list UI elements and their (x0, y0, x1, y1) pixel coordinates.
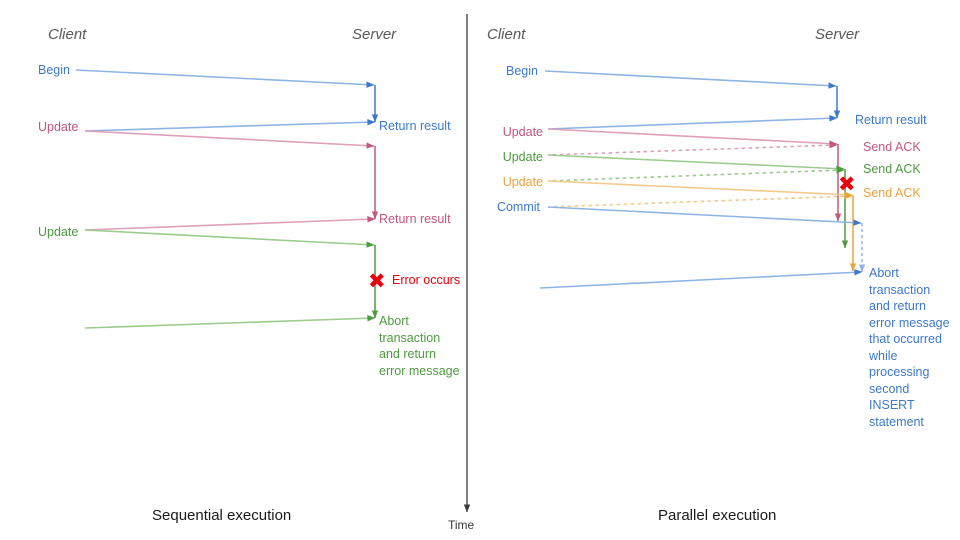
commit-label: Commit (496, 200, 540, 214)
abort-return-arrow (539, 269, 863, 289)
ack-2-arrow (547, 167, 845, 182)
arrow-layer (75, 69, 866, 329)
ack-1-arrow (547, 142, 838, 156)
update-2-label: Update (502, 150, 543, 164)
begin-request-arrow (75, 69, 375, 88)
begin-request-arrow (544, 70, 837, 89)
parallel-caption: Parallel execution (658, 507, 777, 524)
commit-request-arrow (547, 206, 862, 226)
error-occurs-label: Error occurs (392, 273, 461, 287)
return-result-arrow (547, 115, 838, 130)
update-3-label: Update (502, 175, 543, 189)
return-result-1-label: Return result (379, 119, 451, 133)
parallel-client-header: Client (487, 26, 526, 43)
update-2-request-arrow (547, 154, 845, 172)
update-1-label: Update (38, 120, 79, 134)
begin-label: Begin (38, 63, 70, 77)
send-ack-1-label: Send ACK (863, 140, 921, 154)
ack-3-arrow (547, 193, 853, 208)
return-result-2-arrow (84, 216, 376, 231)
send-ack-2-label: Send ACK (863, 162, 921, 176)
abort-message-label: Abort transaction and return error messa… (869, 266, 950, 429)
sequential-error-x-mark: ✖ (368, 270, 386, 293)
abort-return-arrow (84, 315, 376, 329)
update-2-label: Update (38, 225, 79, 239)
update-1-request-arrow (547, 128, 838, 147)
update-1-label: Update (502, 125, 543, 139)
return-result-1-arrow (84, 119, 376, 132)
update-3-request-arrow (547, 180, 853, 198)
abort-message-label: Abort transaction and return error messa… (379, 314, 460, 378)
sequential-client-header: Client (48, 26, 87, 43)
update-1-request-arrow (84, 130, 375, 149)
return-result-label: Return result (855, 113, 927, 127)
begin-label: Begin (506, 64, 538, 78)
send-ack-3-label: Send ACK (863, 186, 921, 200)
return-result-2-label: Return result (379, 212, 451, 226)
sequential-server-header: Server (352, 26, 397, 43)
parallel-error-x-mark: ✖ (838, 173, 856, 196)
time-axis-label: Time (448, 518, 475, 532)
update-2-request-arrow (84, 229, 375, 248)
parallel-server-header: Server (815, 26, 860, 43)
sequential-caption: Sequential execution (152, 507, 292, 524)
